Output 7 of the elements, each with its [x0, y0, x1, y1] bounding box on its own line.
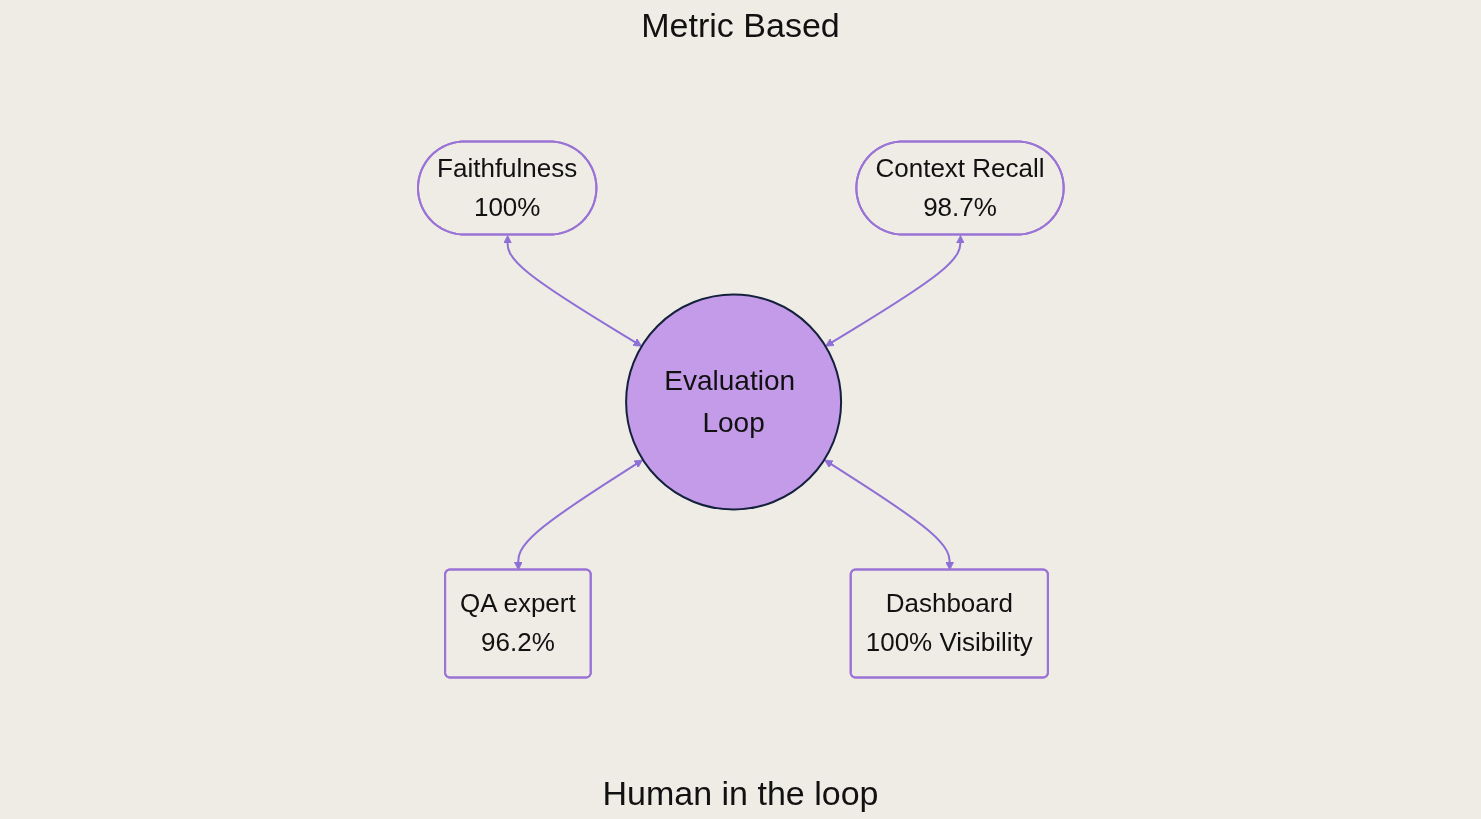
arrow [824, 235, 965, 347]
node-circle: Evaluation Loop [624, 293, 842, 511]
arrow [513, 459, 643, 571]
arrow [823, 459, 954, 571]
arrow [502, 235, 642, 347]
section-label: Human in the loop [602, 774, 879, 813]
section-label: Metric Based [641, 6, 840, 45]
